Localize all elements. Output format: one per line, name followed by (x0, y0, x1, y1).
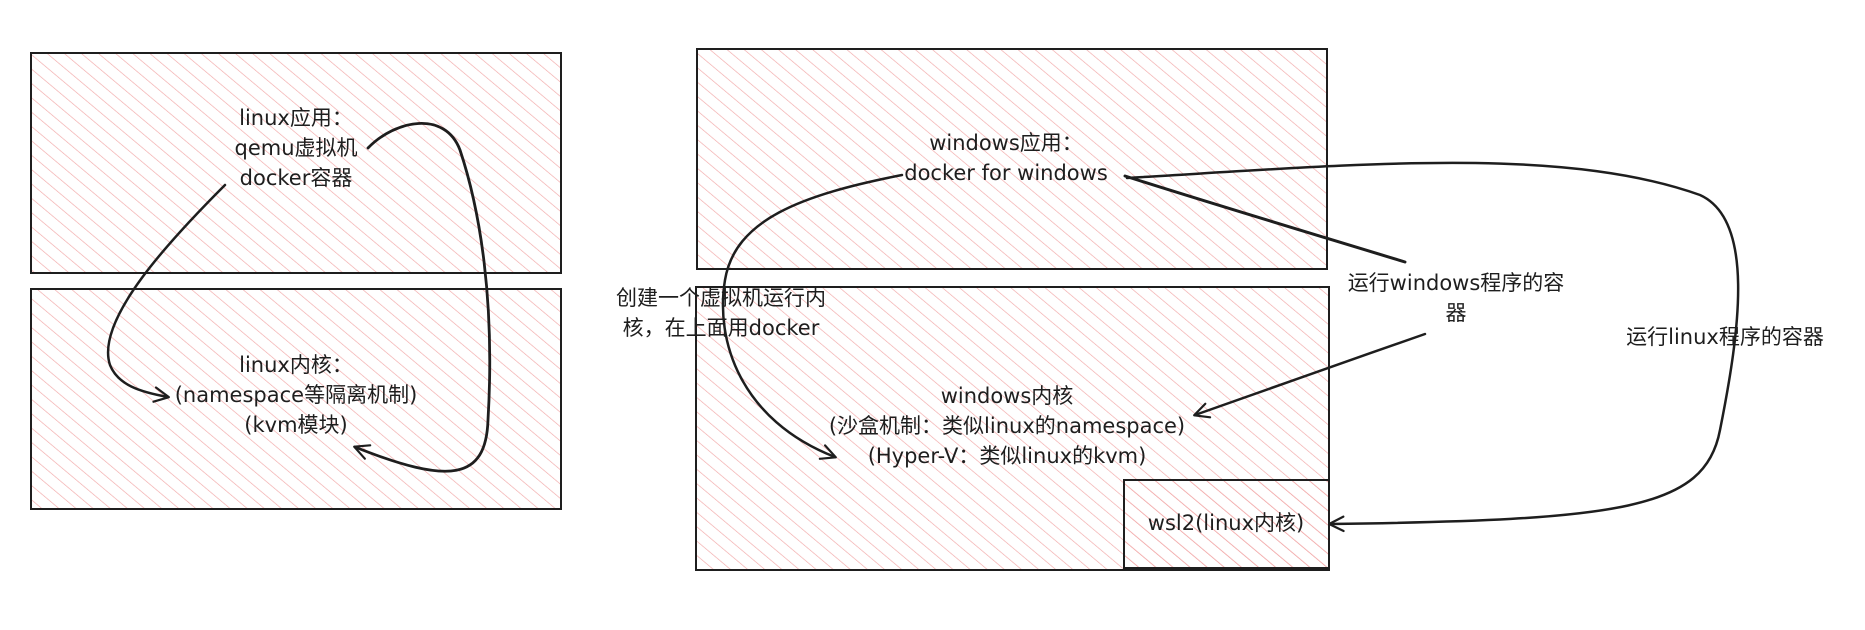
wsl-box (1123, 479, 1330, 569)
docker-to-wsl-arrow (1125, 161, 1740, 533)
vm-note-line-1: 创建一个虚拟机运行内 (616, 286, 826, 310)
left-app-to-kernel-arrow (106, 183, 227, 403)
linux-container-note: 运行linux程序的容器 (1600, 322, 1850, 352)
right-app-line-2: docker for windows (904, 161, 1108, 185)
left-kernel-label: linux内核： (namespace等隔离机制) (kvm模块) (156, 350, 436, 440)
right-kernel-line-3: (Hyper-V：类似linux的kvm) (867, 444, 1147, 468)
left-app-label: linux应用： qemu虚拟机 docker容器 (196, 103, 396, 193)
left-kernel-line-3: (kvm模块) (244, 413, 348, 437)
left-kernel-box (30, 288, 562, 510)
left-app-box (30, 52, 562, 274)
left-app-line-2: qemu虚拟机 (234, 136, 358, 160)
docker-to-win-note-line (1123, 174, 1407, 264)
wsl-label-text: wsl2(linux内核) (1147, 511, 1305, 535)
right-kernel-label: windows内核 (沙盒机制：类似linux的namespace) (Hype… (812, 381, 1202, 471)
right-app-box (696, 48, 1328, 270)
left-app-line-3: docker容器 (239, 166, 353, 190)
right-kernel-line-2: (沙盒机制：类似linux的namespace) (828, 414, 1186, 438)
vm-note: 创建一个虚拟机运行内 核，在上面用docker (596, 283, 846, 343)
left-kernel-line-2: (namespace等隔离机制) (174, 383, 418, 407)
win-container-note-line-2: 器 (1445, 301, 1467, 325)
win-container-note: 运行windows程序的容 器 (1331, 268, 1581, 328)
win-container-note-line-1: 运行windows程序的容 (1347, 271, 1565, 295)
left-kernel-line-1: linux内核： (239, 353, 353, 377)
right-app-label: windows应用： docker for windows (876, 128, 1136, 188)
vm-note-line-2: 核，在上面用docker (622, 316, 820, 340)
right-app-line-1: windows应用： (929, 131, 1083, 155)
docker-to-hyperv-arrow (721, 173, 904, 460)
linux-container-note-text: 运行linux程序的容器 (1626, 325, 1824, 349)
right-kernel-line-1: windows内核 (940, 384, 1074, 408)
wsl-label: wsl2(linux内核) (1126, 508, 1326, 538)
left-qemu-to-kvm-arrow (353, 122, 492, 473)
left-app-line-1: linux应用： (239, 106, 353, 130)
win-note-to-kernel-arrow (1193, 332, 1427, 419)
